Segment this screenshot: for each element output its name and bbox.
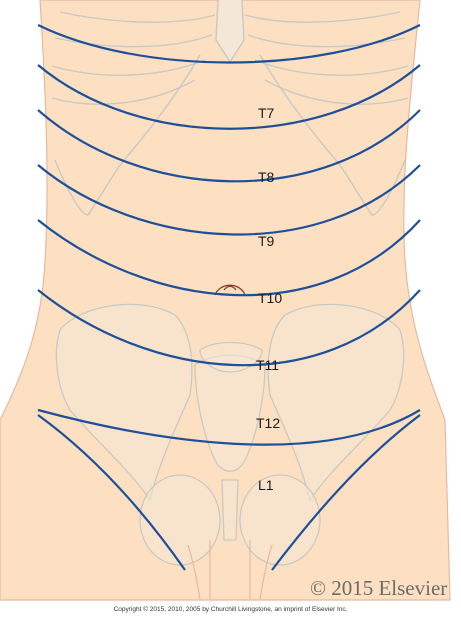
costal-margin: [259, 54, 406, 216]
rib: [54, 34, 213, 48]
dermatome-line: [37, 164, 421, 236]
watermark: © 2015 Elsevier: [310, 576, 447, 600]
dermatome-line: [37, 414, 186, 571]
rib: [254, 59, 409, 76]
rib: [51, 59, 206, 76]
label-t8: T8: [258, 169, 275, 185]
label-t10: T10: [258, 290, 282, 306]
pubic-ring: [139, 474, 221, 566]
lower-body-outline: [187, 540, 273, 601]
dermatome-line: [37, 289, 421, 367]
dermatome-line: [37, 408, 421, 446]
umbilicus: [214, 284, 246, 296]
label-t12: T12: [256, 415, 280, 431]
pubic-ring: [239, 474, 321, 566]
dermatome-lines: [37, 24, 421, 571]
coccyx: [221, 479, 239, 541]
dermatome-line: [37, 64, 421, 130]
rib-cage: [51, 0, 409, 216]
label-l1: L1: [258, 477, 274, 493]
label-t7: T7: [258, 105, 275, 121]
genital-outline: [209, 540, 251, 600]
iliac-wing: [267, 303, 405, 502]
rib: [244, 11, 401, 23]
label-t11: T11: [256, 357, 279, 373]
copyright-line: Copyright © 2015, 2010, 2005 by Churchil…: [113, 606, 348, 613]
leg-outline: [259, 544, 273, 601]
costal-margin: [54, 54, 201, 216]
dermatome-line: [37, 219, 421, 297]
leg-outline: [187, 544, 201, 601]
dermatome-line: [271, 414, 421, 571]
dermatome-line: [37, 109, 421, 183]
rib: [59, 11, 216, 23]
rib: [247, 34, 406, 48]
label-t9: T9: [258, 233, 275, 249]
dermatome-line: [37, 24, 421, 64]
